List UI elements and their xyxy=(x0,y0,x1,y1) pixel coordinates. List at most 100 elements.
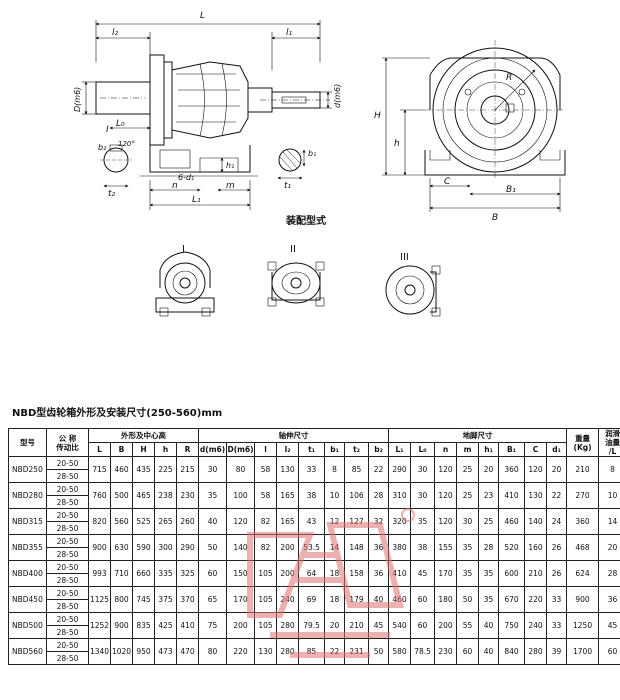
value-cell: 82 xyxy=(254,508,278,535)
value-cell: 170 xyxy=(434,560,458,587)
dim-L1: L₁ xyxy=(192,195,201,205)
value-cell: 840 xyxy=(498,638,526,665)
table-title: NBD型齿轮箱外形及安装尺寸(250-560)mm xyxy=(12,408,223,419)
value-cell: 35 xyxy=(478,560,500,587)
value-cell: 660 xyxy=(132,560,155,587)
value-cell: 78.5 xyxy=(410,638,436,665)
value-cell: 580 xyxy=(388,638,412,665)
ratio-cell: 20-50 xyxy=(46,456,89,470)
value-cell: 36 xyxy=(598,586,620,613)
value-cell: 240 xyxy=(276,586,300,613)
value-cell: 10 xyxy=(598,482,620,509)
dim-6d1: 6-d₁ xyxy=(178,173,194,182)
ratio-cell: 28-50 xyxy=(46,469,89,483)
value-cell: 230 xyxy=(175,482,200,509)
value-cell: 25 xyxy=(456,482,480,509)
value-cell: 45 xyxy=(598,612,620,639)
value-cell: 33 xyxy=(546,612,568,639)
value-cell: 50 xyxy=(198,534,228,561)
table-row: 28-50 xyxy=(9,495,620,509)
value-cell: 460 xyxy=(388,586,412,613)
value-cell: 80 xyxy=(226,456,256,483)
value-cell: 35 xyxy=(410,508,436,535)
value-cell: 35 xyxy=(478,586,500,613)
value-cell: 170 xyxy=(226,586,256,613)
header-weight: 重量(Kg) xyxy=(566,428,600,457)
value-cell: 900 xyxy=(88,534,111,561)
column-header: d(m6) xyxy=(198,442,228,457)
dim-b1: b₁ xyxy=(308,149,316,158)
column-header: B xyxy=(110,442,133,457)
value-cell: 53.5 xyxy=(298,534,326,561)
value-cell: 30 xyxy=(456,508,480,535)
dim-t1: t₁ xyxy=(284,181,292,191)
dim-l1: l₁ xyxy=(286,28,293,38)
column-header: B₁ xyxy=(498,442,526,457)
column-header: L₀ xyxy=(410,442,436,457)
value-cell: 60 xyxy=(410,612,436,639)
table-row: 28-50 xyxy=(9,651,620,665)
value-cell: 300 xyxy=(154,534,177,561)
value-cell: 630 xyxy=(110,534,133,561)
dim-D: D(m6) xyxy=(73,87,82,112)
model-cell: NBD250 xyxy=(8,456,47,483)
value-cell: 500 xyxy=(110,482,133,509)
value-cell: 155 xyxy=(434,534,458,561)
value-cell: 120 xyxy=(434,482,458,509)
mount-type-1 xyxy=(155,251,215,317)
ratio-cell: 20-50 xyxy=(46,534,89,548)
value-cell: 410 xyxy=(388,560,412,587)
value-cell: 39 xyxy=(546,638,568,665)
value-cell: 18 xyxy=(324,586,346,613)
column-header: d₁ xyxy=(546,442,568,457)
column-header: L xyxy=(88,442,111,457)
value-cell: 150 xyxy=(226,560,256,587)
value-cell: 220 xyxy=(226,638,256,665)
value-cell: 85 xyxy=(298,638,326,665)
value-cell: 28 xyxy=(598,560,620,587)
column-header: R xyxy=(175,442,200,457)
value-cell: 85 xyxy=(344,456,370,483)
value-cell: 900 xyxy=(110,612,133,639)
value-cell: 225 xyxy=(154,456,177,483)
value-cell: 58 xyxy=(254,482,278,509)
ratio-cell: 20-50 xyxy=(46,560,89,574)
ratio-cell: 28-50 xyxy=(46,625,89,639)
value-cell: 20 xyxy=(598,534,620,561)
value-cell: 55 xyxy=(456,612,480,639)
ratio-cell: 20-50 xyxy=(46,612,89,626)
model-cell: NBD355 xyxy=(8,534,47,561)
column-header: C xyxy=(524,442,548,457)
value-cell: 820 xyxy=(88,508,111,535)
value-cell: 600 xyxy=(498,560,526,587)
value-cell: 28 xyxy=(478,534,500,561)
dim-b2: b₂ xyxy=(98,143,107,152)
column-header: b₂ xyxy=(368,442,390,457)
value-cell: 60 xyxy=(456,638,480,665)
value-cell: 25 xyxy=(456,456,480,483)
value-cell: 14 xyxy=(598,508,620,535)
value-cell: 210 xyxy=(524,560,548,587)
value-cell: 140 xyxy=(226,534,256,561)
value-cell: 210 xyxy=(566,456,600,483)
side-view xyxy=(82,20,332,210)
value-cell: 1250 xyxy=(566,612,600,639)
value-cell: 760 xyxy=(88,482,111,509)
value-cell: 22 xyxy=(324,638,346,665)
value-cell: 35 xyxy=(198,482,228,509)
mount-type-3 xyxy=(385,265,441,317)
value-cell: 231 xyxy=(344,638,370,665)
dim-l2: l₂ xyxy=(112,28,119,38)
value-cell: 380 xyxy=(388,534,412,561)
column-header: t₂ xyxy=(344,442,370,457)
value-cell: 100 xyxy=(226,482,256,509)
value-cell: 8 xyxy=(598,456,620,483)
value-cell: 43 xyxy=(298,508,326,535)
model-cell: NBD560 xyxy=(8,638,47,665)
value-cell: 36 xyxy=(368,534,390,561)
value-cell: 165 xyxy=(276,508,300,535)
value-cell: 130 xyxy=(276,456,300,483)
value-cell: 148 xyxy=(344,534,370,561)
